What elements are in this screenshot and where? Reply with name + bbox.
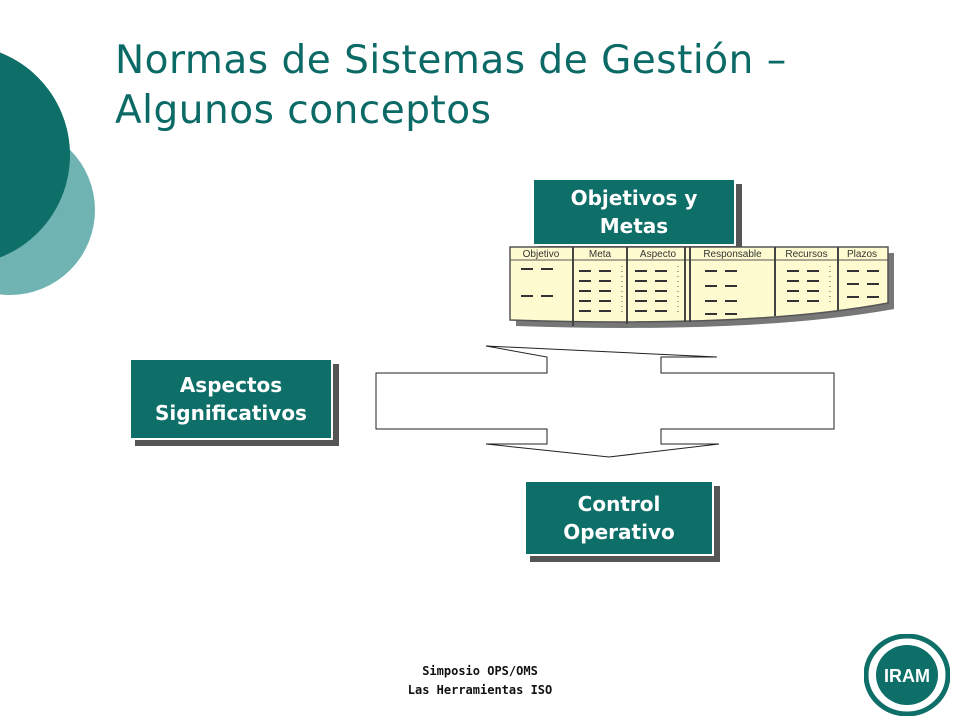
table-header-plazos: Plazos <box>846 249 877 260</box>
dark-circle <box>0 52 70 258</box>
objetivos-line-1: Objetivos y <box>570 186 698 210</box>
footer: Simposio OPS/OMS Las Herramientas ISO <box>330 662 630 700</box>
control-line-2: Operativo <box>563 520 675 544</box>
iram-logo: IRAM <box>864 634 950 716</box>
table-header-recursos: Recursos <box>785 249 828 260</box>
table-header-responsable: Responsable <box>703 249 762 260</box>
table-header-objetivo: Objetivo <box>522 249 560 260</box>
aspectos-line-1: Aspectos <box>179 373 283 397</box>
decorative-circles <box>0 52 95 295</box>
table-header-meta: Meta <box>588 249 612 260</box>
aspectos-line-2: Significativos <box>155 401 307 425</box>
footer-line-2: Las Herramientas ISO <box>407 683 553 697</box>
footer-line-1: Simposio OPS/OMS <box>422 664 538 678</box>
objectives-table-illustration <box>509 246 894 328</box>
table-header-aspecto: Aspecto <box>639 249 677 260</box>
objetivos-metas-box: Objetivos y Metas <box>532 178 736 246</box>
logo-text: IRAM <box>884 666 930 686</box>
aspectos-significativos-box: Aspectos Significativos <box>129 358 333 440</box>
objetivos-line-2: Metas <box>599 214 669 238</box>
double-arrow-outline <box>375 345 835 458</box>
title-line-2: Algunos conceptos <box>115 88 492 133</box>
page-title: Normas de Sistemas de Gestión – Algunos … <box>115 36 915 136</box>
control-operativo-box: Control Operativo <box>524 480 714 556</box>
control-line-1: Control <box>577 492 661 516</box>
title-line-1: Normas de Sistemas de Gestión – <box>115 38 787 83</box>
